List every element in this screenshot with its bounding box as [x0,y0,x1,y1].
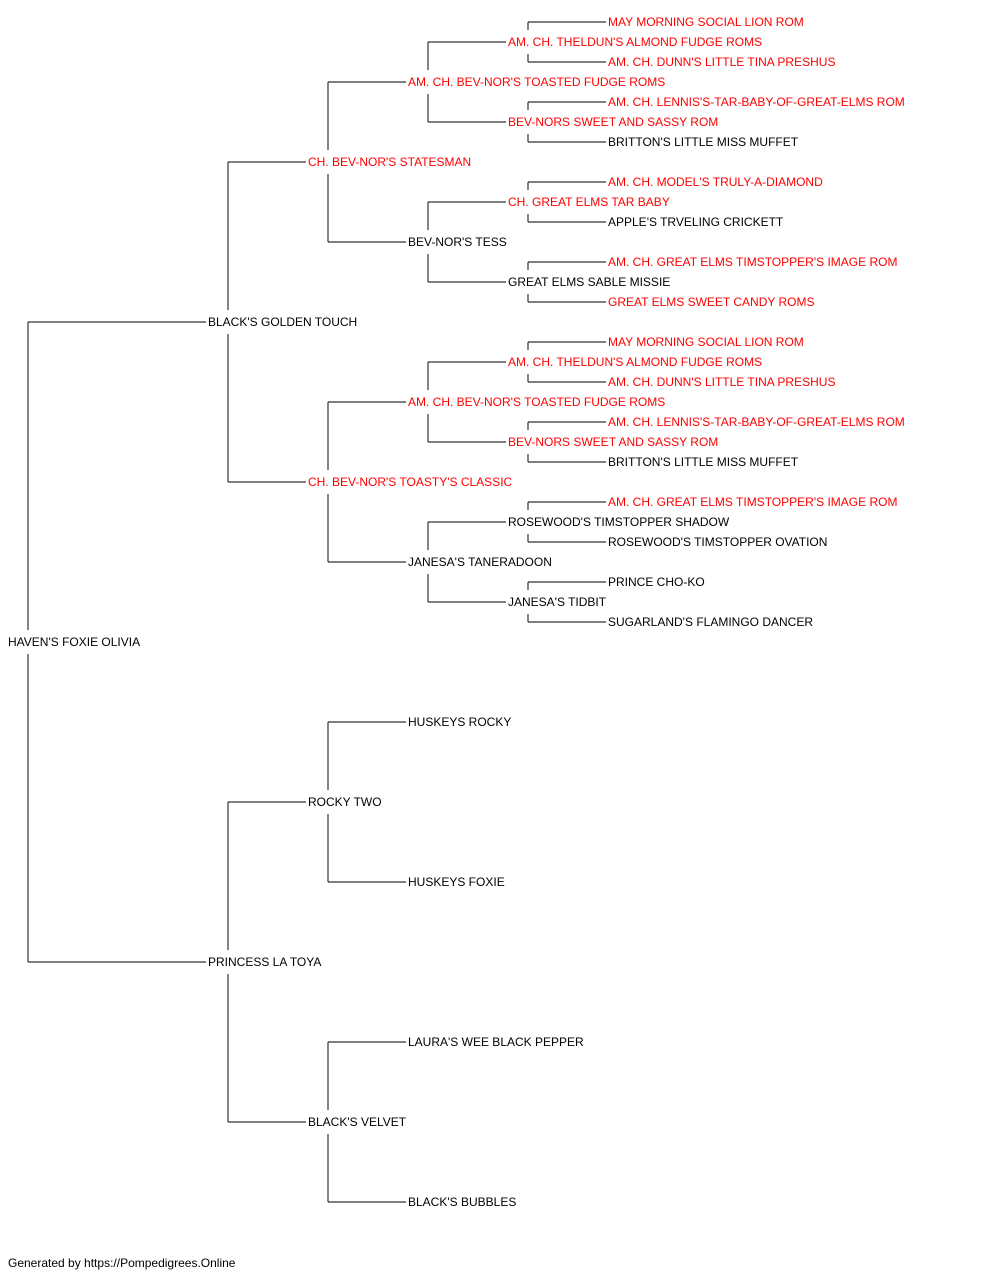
ancestor-name: SUGARLAND'S FLAMINGO DANCER [608,615,813,629]
ancestor-name: GREAT ELMS SWEET CANDY ROMS [608,295,814,309]
ancestor-name: AM. CH. GREAT ELMS TIMSTOPPER'S IMAGE RO… [608,495,897,509]
ancestor-name: MAY MORNING SOCIAL LION ROM [608,15,804,29]
ancestor-name: BEV-NOR'S TESS [408,235,507,249]
ancestor-name: AM. CH. THELDUN'S ALMOND FUDGE ROMS [508,35,762,49]
ancestor-name: CH. BEV-NOR'S STATESMAN [308,155,471,169]
ancestor-name: PRINCESS LA TOYA [208,955,321,969]
ancestor-name: HUSKEYS ROCKY [408,715,511,729]
ancestor-name: BLACK'S BUBBLES [408,1195,516,1209]
ancestor-name: PRINCE CHO-KO [608,575,705,589]
ancestor-name: AM. CH. LENNIS'S-TAR-BABY-OF-GREAT-ELMS … [608,415,905,429]
ancestor-name: HUSKEYS FOXIE [408,875,505,889]
ancestor-name: ROSEWOOD'S TIMSTOPPER SHADOW [508,515,730,529]
ancestor-name: ROSEWOOD'S TIMSTOPPER OVATION [608,535,827,549]
ancestor-name: AM. CH. DUNN'S LITTLE TINA PRESHUS [608,55,835,69]
ancestor-name: BLACK'S VELVET [308,1115,407,1129]
ancestor-name: AM. CH. LENNIS'S-TAR-BABY-OF-GREAT-ELMS … [608,95,905,109]
footer-credit: Generated by https://Pompedigrees.Online [8,1256,236,1270]
ancestor-name: MAY MORNING SOCIAL LION ROM [608,335,804,349]
ancestor-name: CH. BEV-NOR'S TOASTY'S CLASSIC [308,475,513,489]
ancestor-name: AM. CH. BEV-NOR'S TOASTED FUDGE ROMS [408,75,665,89]
ancestor-name: LAURA'S WEE BLACK PEPPER [408,1035,584,1049]
ancestor-name: BRITTON'S LITTLE MISS MUFFET [608,135,799,149]
ancestor-name: AM. CH. GREAT ELMS TIMSTOPPER'S IMAGE RO… [608,255,897,269]
ancestor-name: BEV-NORS SWEET AND SASSY ROM [508,115,718,129]
ancestor-name: BRITTON'S LITTLE MISS MUFFET [608,455,799,469]
ancestor-name: GREAT ELMS SABLE MISSIE [508,275,670,289]
ancestor-name: APPLE'S TRVELING CRICKETT [608,215,784,229]
ancestor-name: HAVEN'S FOXIE OLIVIA [8,635,140,649]
ancestor-name: ROCKY TWO [308,795,382,809]
ancestor-name: CH. GREAT ELMS TAR BABY [508,195,670,209]
ancestor-name: AM. CH. MODEL'S TRULY-A-DIAMOND [608,175,823,189]
ancestor-name: BEV-NORS SWEET AND SASSY ROM [508,435,718,449]
ancestor-name: AM. CH. DUNN'S LITTLE TINA PRESHUS [608,375,835,389]
ancestor-name: JANESA'S TANERADOON [408,555,552,569]
ancestor-name: JANESA'S TIDBIT [508,595,607,609]
ancestor-name: BLACK'S GOLDEN TOUCH [208,315,357,329]
ancestor-name: AM. CH. THELDUN'S ALMOND FUDGE ROMS [508,355,762,369]
ancestor-name: AM. CH. BEV-NOR'S TOASTED FUDGE ROMS [408,395,665,409]
